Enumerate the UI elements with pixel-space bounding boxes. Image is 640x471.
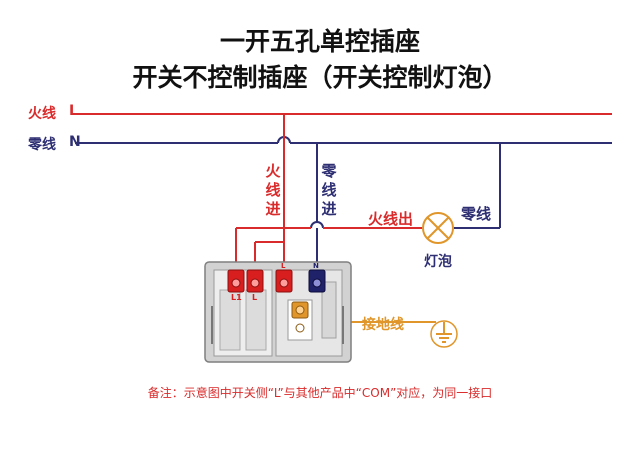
live-letter: L — [69, 103, 78, 119]
terminal-L1-label: L1 — [231, 293, 242, 302]
live-in-label: 火线进 — [265, 162, 281, 218]
ground-mark — [295, 323, 305, 333]
live-out-label: 火线出 — [368, 210, 414, 228]
neutral-in-label: 零线进 — [321, 162, 337, 218]
lamp-label: 灯泡 — [424, 254, 452, 270]
terminal-L-switch-screw — [250, 278, 260, 288]
ground-circle — [430, 320, 458, 348]
footnote: 备注：示意图中开关侧“L”与其他产品中“COM”对应，为同一接口 — [147, 386, 493, 400]
neutral-main-label: 零线 — [28, 137, 56, 153]
outlet-side-plate — [321, 281, 337, 339]
neutral-letter: N — [69, 134, 81, 150]
terminal-N-screw — [312, 278, 322, 288]
terminal-N-label: N — [313, 262, 319, 270]
lamp-neutral-label: 零线 — [461, 205, 492, 223]
lamp-cross-b — [426, 216, 450, 240]
terminal-L-screw — [279, 278, 289, 288]
title-line-2: 开关不控制插座（开关控制灯泡） — [132, 63, 508, 92]
socket-module — [204, 261, 352, 363]
terminal-L1-screw — [231, 278, 241, 288]
terminal-L-switch-label: L — [252, 293, 258, 302]
title-line-1: 一开五孔单控插座 — [219, 27, 420, 56]
neutral-in-hop — [310, 221, 324, 229]
ground-label: 接地线 — [362, 317, 404, 333]
terminal-ground-screw — [295, 305, 305, 315]
live-main-label: 火线 — [28, 106, 56, 122]
terminal-L-label: L — [281, 262, 286, 270]
